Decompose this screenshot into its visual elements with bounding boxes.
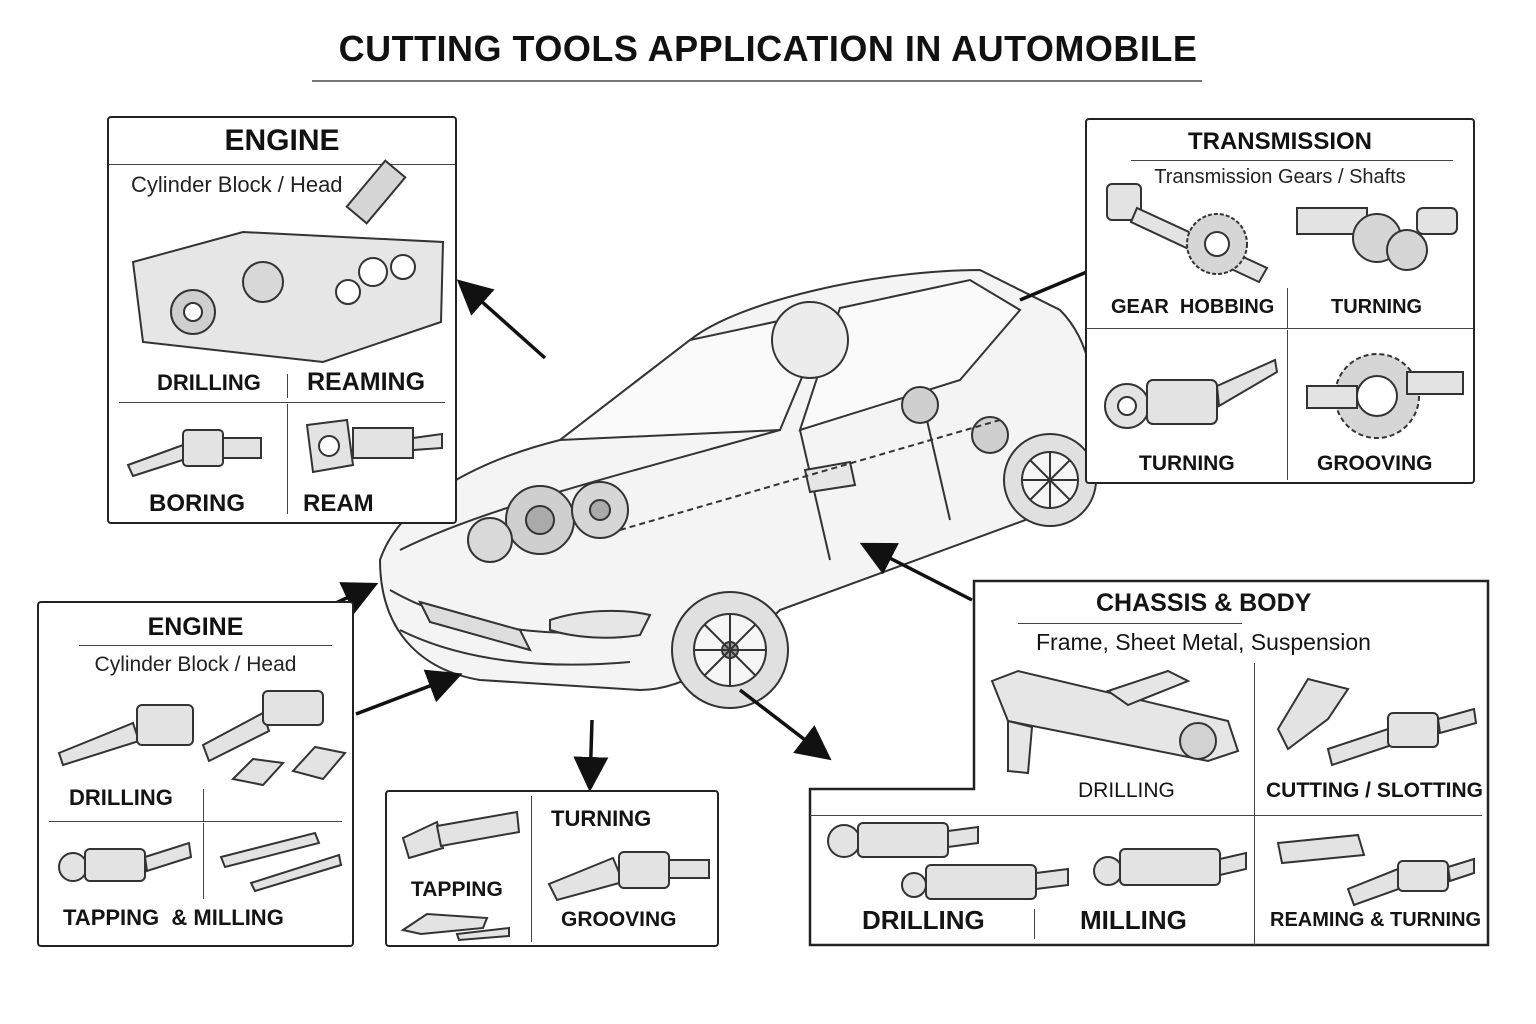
label-boring: BORING bbox=[149, 490, 245, 517]
divider bbox=[1254, 663, 1255, 945]
boring-bar-icon bbox=[126, 429, 262, 478]
label-tapping-milling: TAPPING & MILLING bbox=[63, 905, 284, 930]
insert-icon bbox=[400, 912, 510, 942]
panel-subtitle: Transmission Gears / Shafts bbox=[1154, 166, 1406, 188]
panel-title: ENGINE bbox=[147, 613, 244, 641]
arrow-icon bbox=[573, 719, 609, 792]
label-drilling: DRILLING bbox=[157, 370, 261, 395]
label-drilling: DRILLING bbox=[69, 785, 173, 810]
divider bbox=[1087, 328, 1473, 329]
tap-icon bbox=[219, 831, 343, 893]
car-illustration bbox=[378, 268, 1097, 709]
panel-chassis: CHASSIS & BODY Frame, Sheet Metal, Suspe… bbox=[808, 579, 1492, 949]
panel-engine-bottom: ENGINE Cylinder Block / Head DRILLING TA… bbox=[37, 601, 354, 947]
divider bbox=[810, 815, 1482, 816]
label-gear-hobbing: GEAR HOBBING bbox=[1111, 296, 1275, 318]
arrow-icon bbox=[859, 542, 973, 602]
drill-bit-icon bbox=[827, 822, 1247, 900]
divider bbox=[109, 164, 455, 165]
panel-subtitle: Cylinder Block / Head bbox=[94, 653, 297, 676]
frame-icon bbox=[990, 669, 1240, 775]
arrow-icon bbox=[355, 669, 463, 716]
title-divider bbox=[312, 80, 1202, 82]
panel-subtitle: Cylinder Block / Head bbox=[131, 172, 343, 197]
label-drilling: DRILLING bbox=[862, 905, 985, 935]
label-ream: REAM bbox=[303, 490, 374, 517]
divider bbox=[287, 374, 288, 398]
drill-bit-icon bbox=[57, 690, 347, 787]
gear-shaft-icon bbox=[1106, 183, 1269, 284]
panel-subtitle: Frame, Sheet Metal, Suspension bbox=[1036, 629, 1371, 655]
divider bbox=[79, 645, 332, 646]
engine-block-icon bbox=[131, 159, 445, 364]
reamer-icon bbox=[1276, 833, 1475, 907]
panel-title: TRANSMISSION bbox=[1187, 128, 1372, 155]
arrow-icon bbox=[456, 279, 547, 360]
reamer-icon bbox=[305, 418, 443, 474]
label-drilling: DRILLING bbox=[1078, 779, 1175, 802]
divider bbox=[1287, 288, 1288, 328]
gear-shaft-icon bbox=[1296, 207, 1458, 271]
label-milling: MILLING bbox=[1080, 905, 1187, 935]
label-turning: TURNING bbox=[551, 806, 652, 831]
label-tapping: TAPPING bbox=[411, 878, 503, 901]
divider bbox=[203, 823, 204, 899]
divider bbox=[119, 402, 445, 403]
tap-icon bbox=[401, 810, 521, 860]
gear-shaft-icon bbox=[1104, 358, 1279, 429]
label-grooving: GROOVING bbox=[561, 908, 677, 931]
divider bbox=[1131, 160, 1453, 161]
label-reaming: REAMING bbox=[307, 368, 426, 396]
label-reaming-turning: REAMING & TURNING bbox=[1270, 909, 1482, 931]
panel-title: CHASSIS & BODY bbox=[1096, 589, 1312, 617]
gear-icon bbox=[1306, 353, 1464, 439]
divider bbox=[531, 796, 532, 942]
label-cutting-slotting: CUTTING / SLOTTING bbox=[1266, 779, 1483, 802]
label-grooving: GROOVING bbox=[1317, 452, 1433, 475]
divider bbox=[1018, 623, 1242, 624]
divider bbox=[203, 789, 204, 821]
arrow-icon bbox=[738, 688, 832, 761]
divider bbox=[1034, 909, 1035, 939]
panel-title: ENGINE bbox=[224, 124, 340, 157]
milling-cutter-icon bbox=[1276, 677, 1478, 767]
milling-cutter-icon bbox=[547, 851, 710, 902]
panel-engine-top: ENGINE Cylinder Block / Head DRILLING RE… bbox=[107, 116, 457, 524]
milling-cutter-icon bbox=[58, 841, 193, 882]
page-title: CUTTING TOOLS APPLICATION IN AUTOMOBILE bbox=[338, 28, 1198, 69]
divider bbox=[1287, 330, 1288, 480]
panel-transmission: TRANSMISSION Transmission Gears / Shafts… bbox=[1085, 118, 1475, 484]
label-turning: TURNING bbox=[1331, 296, 1423, 318]
divider bbox=[49, 821, 342, 822]
divider bbox=[287, 404, 288, 514]
panel-middle: TURNING TAPPING GROOVING bbox=[385, 790, 719, 947]
label-turning: TURNING bbox=[1139, 452, 1235, 475]
